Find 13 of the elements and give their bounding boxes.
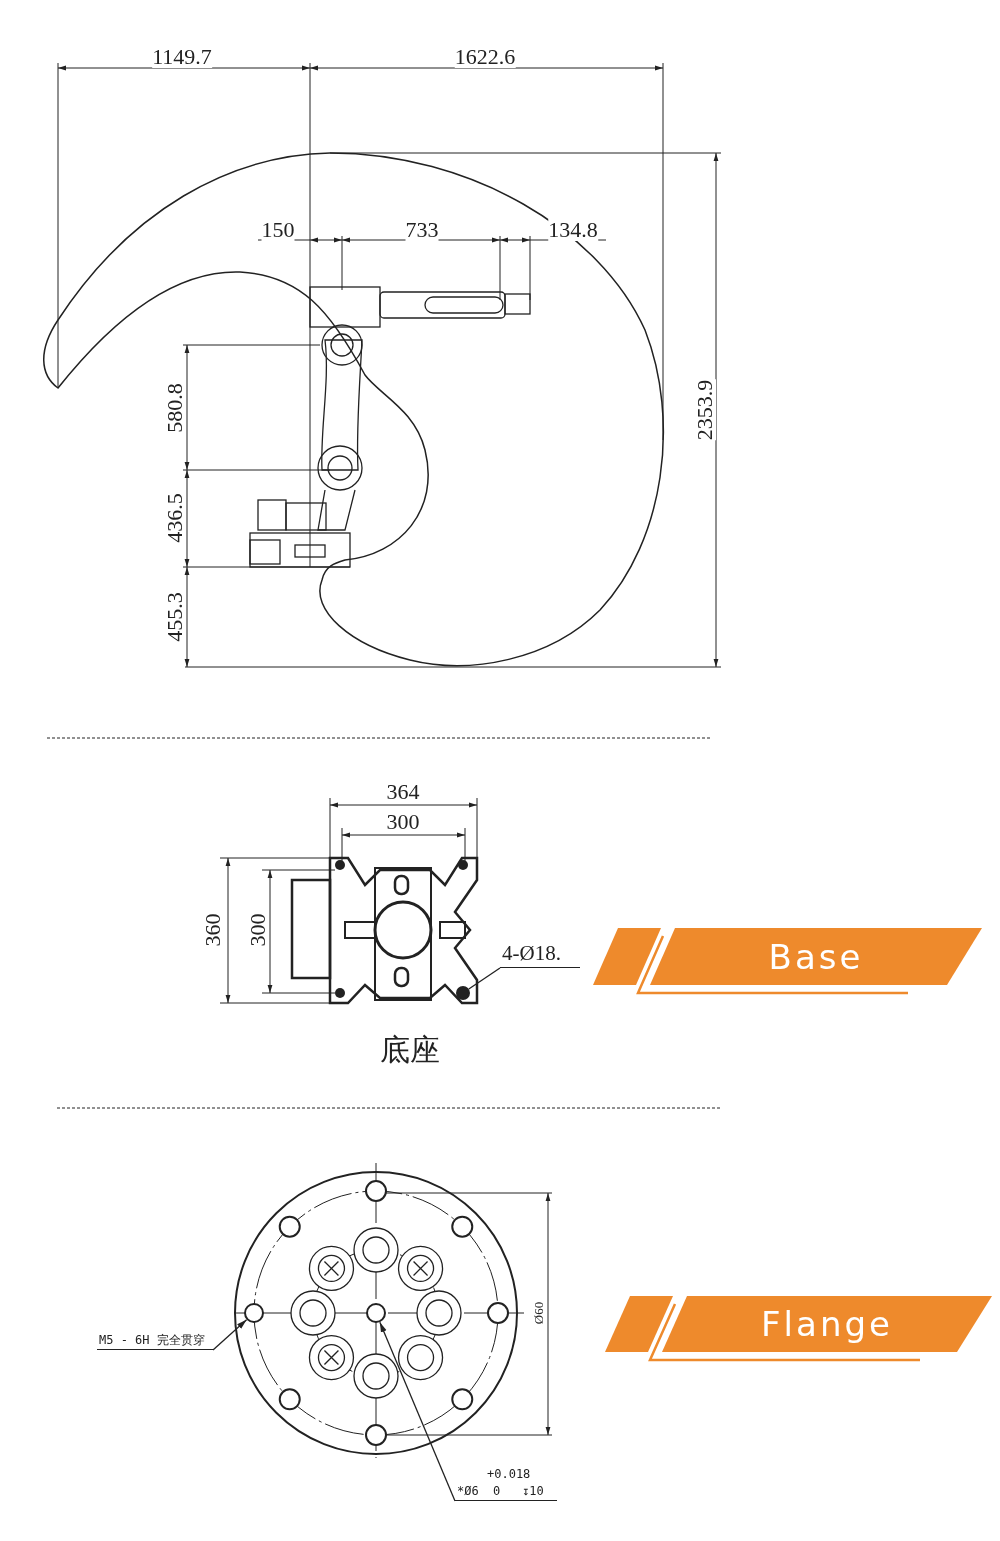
dimension-label: Ø60 [531, 1301, 545, 1325]
mounting-hole [456, 986, 470, 1000]
note-text: +0.018 [486, 1467, 531, 1481]
caption: 底座 [380, 1035, 440, 1065]
pin-hole [366, 1303, 386, 1323]
hole-note: 4-Ø18. [502, 941, 561, 965]
dimension-label: 134.8 [548, 219, 598, 241]
note-text: *Ø6 0 ↧10 [457, 1484, 544, 1498]
leader-line [212, 1319, 248, 1351]
leader-line [379, 1321, 456, 1502]
threaded-hole [244, 1303, 264, 1323]
note-text: M5 - 6H 完全贯穿 [99, 1333, 205, 1347]
leader-line [468, 967, 501, 990]
